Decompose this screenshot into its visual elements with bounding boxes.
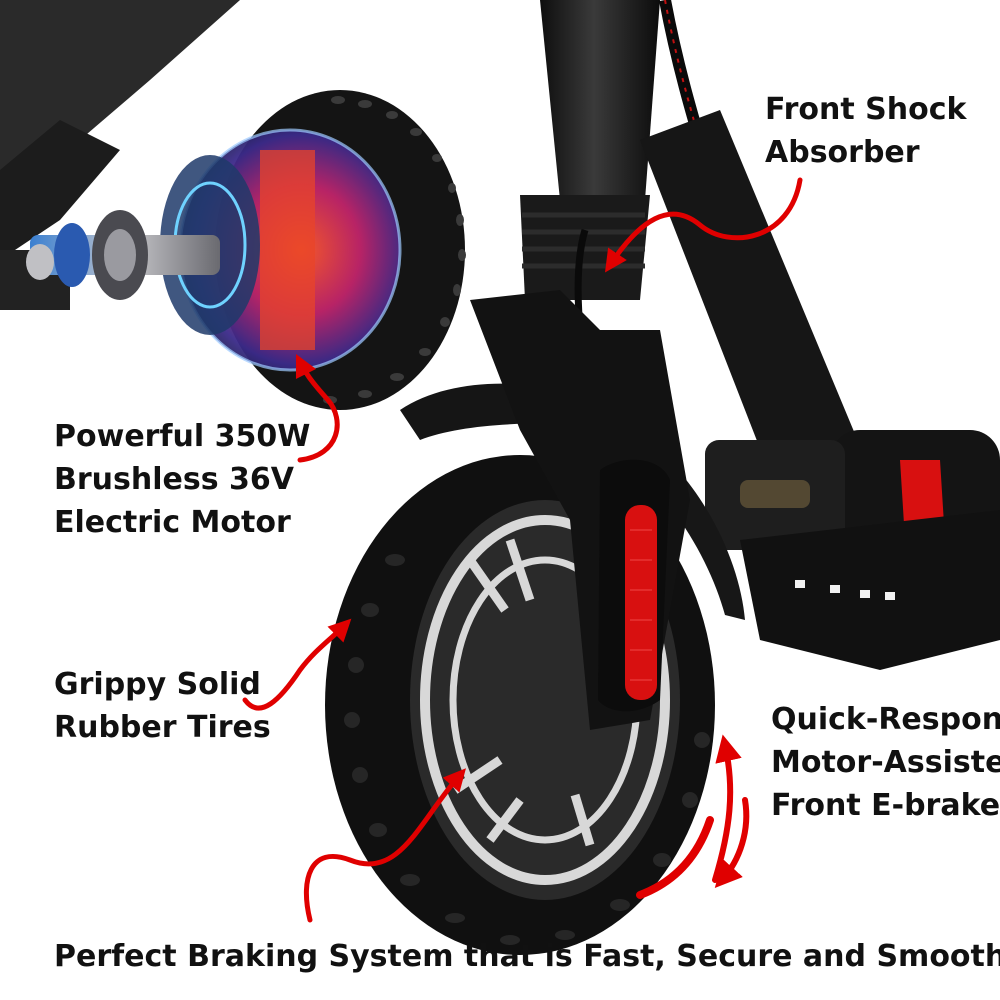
- motor-cutaway-inset: [0, 0, 466, 410]
- scooter-main: [325, 0, 1000, 955]
- label-motor-line1: Powerful 350W: [54, 419, 311, 454]
- label-tires: Grippy Solid Rubber Tires: [54, 663, 271, 749]
- label-ebrake-line1: Quick-Respond: [771, 702, 1000, 737]
- label-motor-line2: Brushless 36V: [54, 462, 294, 497]
- label-front-shock-absorber: Front Shock Absorber: [765, 88, 966, 174]
- label-braking-system: Perfect Braking System that is Fast, Sec…: [54, 935, 1000, 978]
- arrow-ebrake-up: [712, 734, 742, 883]
- label-motor: Powerful 350W Brushless 36V Electric Mot…: [54, 415, 310, 544]
- label-front-shock-line2: Absorber: [765, 135, 920, 170]
- label-motor-line3: Electric Motor: [54, 505, 291, 540]
- arrow-tires: [242, 618, 352, 711]
- label-front-shock-line1: Front Shock: [765, 92, 967, 127]
- label-ebrake: Quick-Respond Motor-Assisted Front E-bra…: [771, 698, 1000, 827]
- label-tires-line2: Rubber Tires: [54, 710, 271, 745]
- arrow-shock: [605, 177, 803, 273]
- label-braking-system-text: Perfect Braking System that is Fast, Sec…: [54, 939, 1000, 974]
- callout-arrows: [242, 177, 803, 923]
- arrow-ebrake-swoosh: [636, 816, 714, 899]
- label-ebrake-line2: Motor-Assisted: [771, 745, 1000, 780]
- arrow-ebrake-down: [714, 797, 750, 889]
- arrow-motor: [295, 353, 340, 463]
- arrow-braking: [303, 768, 466, 923]
- label-tires-line1: Grippy Solid: [54, 667, 261, 702]
- label-ebrake-line3: Front E-brake: [771, 788, 1000, 823]
